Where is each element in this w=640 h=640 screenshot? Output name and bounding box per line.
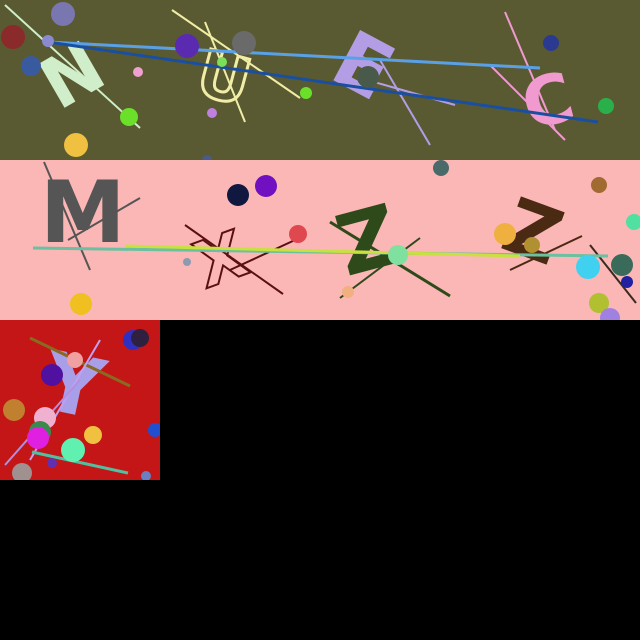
noise-dot [342, 286, 354, 298]
noise-dot [148, 423, 160, 437]
noise-line [509, 235, 583, 271]
noise-dot [175, 34, 199, 58]
noise-dot [611, 254, 633, 276]
noise-line [171, 9, 301, 99]
noise-dot [289, 225, 307, 243]
empty-canvas-area [0, 480, 160, 640]
noise-dot [12, 463, 32, 480]
noise-dot [388, 245, 408, 265]
noise-line [339, 237, 421, 299]
noise-line [47, 40, 541, 70]
noise-dot [131, 329, 149, 347]
noise-line [204, 21, 246, 123]
noise-line [67, 197, 141, 241]
noise-line [229, 239, 296, 271]
noise-strip-pink: M X Z Z [0, 160, 640, 320]
noise-dot [70, 293, 92, 315]
noise-line [124, 244, 521, 258]
noise-dot [202, 155, 212, 160]
noise-dot [183, 258, 191, 266]
noise-dot [589, 293, 609, 313]
noise-dot [47, 458, 57, 468]
noise-dot [626, 214, 640, 230]
noise-dot [543, 35, 559, 51]
noise-dot [598, 98, 614, 114]
noise-dot [217, 57, 227, 67]
tile-3-canvas: Y [0, 320, 160, 480]
noise-dot [1, 25, 25, 49]
glyph-m: M [40, 163, 126, 263]
noise-tile-red: Y [0, 320, 160, 480]
noise-line [47, 40, 599, 124]
noise-dot [27, 427, 49, 449]
strip-1-canvas: N U E C [0, 0, 640, 160]
noise-dot [67, 352, 83, 368]
noise-line [43, 161, 91, 271]
noise-dot [41, 364, 63, 386]
noise-dot [576, 255, 600, 279]
noise-dot [494, 223, 516, 245]
noise-dot [232, 31, 256, 55]
noise-line [489, 64, 566, 141]
noise-line [184, 224, 284, 295]
noise-line [31, 450, 129, 475]
noise-dot [621, 276, 633, 288]
noise-line [4, 4, 141, 129]
noise-dot [84, 426, 102, 444]
noise-dot [255, 175, 277, 197]
noise-dot [51, 2, 75, 26]
noise-dot [42, 35, 54, 47]
noise-dot [600, 308, 620, 320]
strip-2-canvas: M X Z Z [0, 160, 640, 320]
noise-strip-olive: N U E C [0, 0, 640, 160]
noise-dot [61, 438, 85, 462]
noise-dot [120, 108, 138, 126]
noise-dot [227, 184, 249, 206]
noise-dot [133, 67, 143, 77]
noise-dot [357, 66, 379, 88]
noise-dot [524, 237, 540, 253]
noise-line [504, 11, 556, 131]
noise-dot [591, 177, 607, 193]
noise-dot [207, 108, 217, 118]
noise-dot [300, 87, 312, 99]
noise-dot [433, 160, 449, 176]
noise-dot [3, 399, 25, 421]
noise-dot [21, 56, 41, 76]
noise-dot [64, 133, 88, 157]
noise-line [379, 59, 431, 146]
empty-canvas-area [160, 320, 640, 640]
noise-dot [141, 471, 151, 480]
